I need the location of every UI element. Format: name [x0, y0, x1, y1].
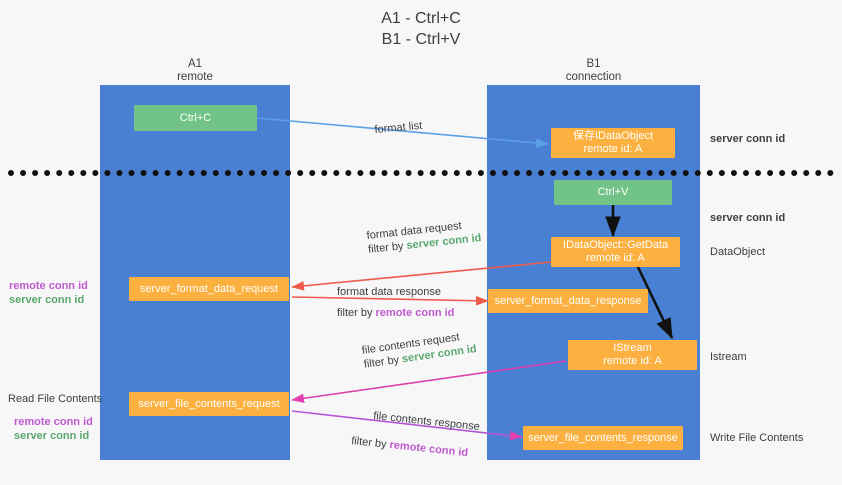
box-idataobject-getdata[interactable]: IDataObject::GetData remote id: A — [551, 237, 680, 267]
right-label-dataobject: DataObject — [710, 246, 766, 258]
right-label-server-conn-id-mid: server conn id — [710, 212, 786, 224]
remote-conn-id-token: remote conn id — [375, 307, 455, 319]
left-label-remote-conn-id-2: remote conn id — [14, 416, 93, 428]
box-save-idataobject[interactable]: 保存IDataObject remote id: A — [551, 128, 675, 158]
phase-divider — [8, 170, 834, 176]
annotation-format-data-response-text: format data response — [337, 286, 441, 298]
right-label-istream: Istream — [710, 351, 747, 363]
annotation-format-data-request: format data request filter by server con… — [366, 217, 482, 257]
left-label-server-conn-id-2: server conn id — [14, 430, 90, 442]
swimlane-b1-label: B1 connection — [565, 58, 622, 83]
annotation-file-contents-response: file contents response — [373, 409, 481, 434]
swimlane-a1-label: A1 remote — [177, 58, 213, 83]
annotation-file-contents-response-text: file contents response — [372, 409, 481, 434]
annotation-format-list: format list — [374, 119, 423, 137]
filter-by-label-3: filter by — [363, 353, 400, 371]
left-label-read-file-contents: Read File Contents — [8, 393, 103, 405]
filter-by-label: filter by — [367, 240, 405, 256]
box-ctrl-v[interactable]: Ctrl+V — [554, 180, 672, 205]
box-server-format-data-response[interactable]: server_format_data_response — [488, 289, 648, 313]
remote-conn-id-token-2: remote conn id — [388, 439, 469, 460]
right-label-write-file-contents: Write File Contents — [710, 432, 804, 444]
annotation-format-list-text: format list — [374, 119, 423, 136]
annotation-format-data-response-filter: filter by remote conn id — [337, 306, 454, 320]
filter-by-label-4: filter by — [350, 434, 388, 451]
page-title: A1 - Ctrl+C B1 - Ctrl+V — [381, 10, 461, 48]
box-server-file-contents-request[interactable]: server_file_contents_request — [129, 392, 289, 416]
annotation-format-data-response: format data response — [337, 285, 441, 299]
left-label-server-conn-id-1: server conn id — [9, 294, 85, 306]
box-server-format-data-request[interactable]: server_format_data_request — [129, 277, 289, 301]
annotation-file-contents-request: file contents request filter by server c… — [361, 328, 478, 372]
left-label-remote-conn-id-1: remote conn id — [9, 280, 88, 292]
right-label-server-conn-id-top: server conn id — [710, 133, 786, 145]
annotation-file-contents-response-filter: filter by remote conn id — [351, 434, 469, 460]
box-istream[interactable]: IStream remote id: A — [568, 340, 697, 370]
filter-by-label-2: filter by — [337, 307, 373, 319]
box-server-file-contents-response[interactable]: server_file_contents_response — [523, 426, 683, 450]
box-ctrl-c[interactable]: Ctrl+C — [134, 105, 257, 131]
